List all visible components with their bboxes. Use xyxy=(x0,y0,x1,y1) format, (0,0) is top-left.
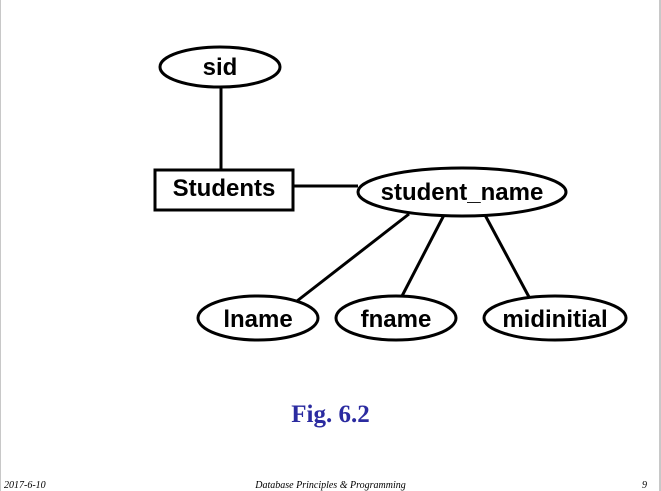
connector-student-name-fname xyxy=(399,214,446,299)
footer-title: Database Principles & Programming xyxy=(255,480,406,491)
entity-students: Students xyxy=(153,168,295,212)
attribute-student-name-label: student_name xyxy=(381,179,544,206)
slide-right-edge xyxy=(659,0,661,491)
figure-caption: Fig. 6.2 xyxy=(291,401,370,428)
attribute-sid-label: sid xyxy=(203,54,238,81)
slide-left-edge xyxy=(0,0,1,491)
attribute-sid: sid xyxy=(158,45,282,89)
attribute-midinitial-label: midinitial xyxy=(502,306,607,333)
connector-student-name-midinitial xyxy=(483,214,531,298)
footer-date: 2017-6-10 xyxy=(4,480,46,491)
attribute-lname-label: lname xyxy=(223,306,292,333)
attribute-lname: lname xyxy=(196,294,320,342)
attribute-student-name: student_name xyxy=(356,166,568,218)
attribute-fname-label: fname xyxy=(361,306,432,333)
attribute-midinitial: midinitial xyxy=(482,294,628,342)
entity-students-label: Students xyxy=(173,175,276,202)
footer-page-number: 9 xyxy=(642,480,647,491)
attribute-fname: fname xyxy=(334,294,458,342)
connector-student-name-lname xyxy=(296,212,410,303)
